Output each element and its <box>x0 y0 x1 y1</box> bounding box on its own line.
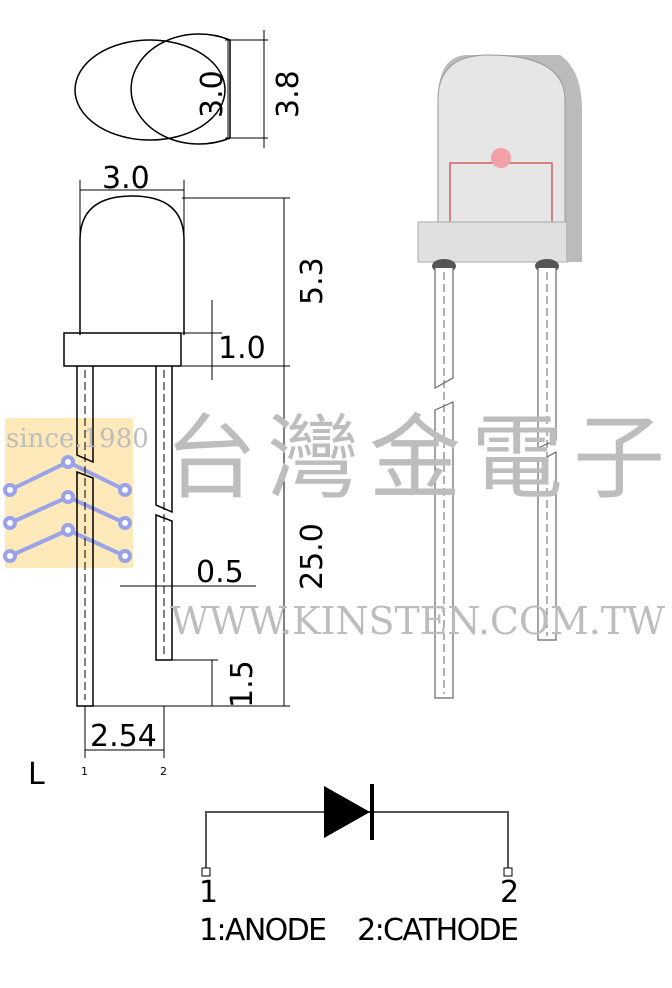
schematic-pin-2: 2 <box>500 875 519 910</box>
dim-top-inner: 3.0 <box>195 70 230 118</box>
dim-flange: 1.0 <box>218 331 266 366</box>
dim-lead-offset: 1.5 <box>225 660 260 708</box>
dim-lead-width: 0.5 <box>196 555 244 590</box>
led-side-view <box>63 180 290 758</box>
schematic-legend: 1:ANODE 2:CATHODE <box>199 913 519 948</box>
long-lead-marker: L <box>28 757 45 792</box>
schematic-pin-1: 1 <box>199 875 218 910</box>
watermark-logo <box>3 418 133 568</box>
led-3d-view <box>417 54 582 699</box>
dim-top-outer: 3.8 <box>271 70 306 118</box>
watermark-url: WWW.KINSTEN.COM.TW <box>170 599 665 643</box>
pin-1-label: 1 <box>81 765 88 778</box>
dim-body-width: 3.0 <box>102 161 150 196</box>
watermark-chinese: 台灣金電子 <box>165 405 665 512</box>
watermark-since: since.1980 <box>6 424 149 454</box>
dim-body-height: 5.3 <box>295 257 330 305</box>
led-top-view <box>74 30 268 148</box>
dim-lead-spacing: 2.54 <box>90 719 157 754</box>
dim-lead-length: 25.0 <box>295 523 330 590</box>
diode-schematic <box>201 784 513 877</box>
pin-2-label: 2 <box>160 765 167 778</box>
